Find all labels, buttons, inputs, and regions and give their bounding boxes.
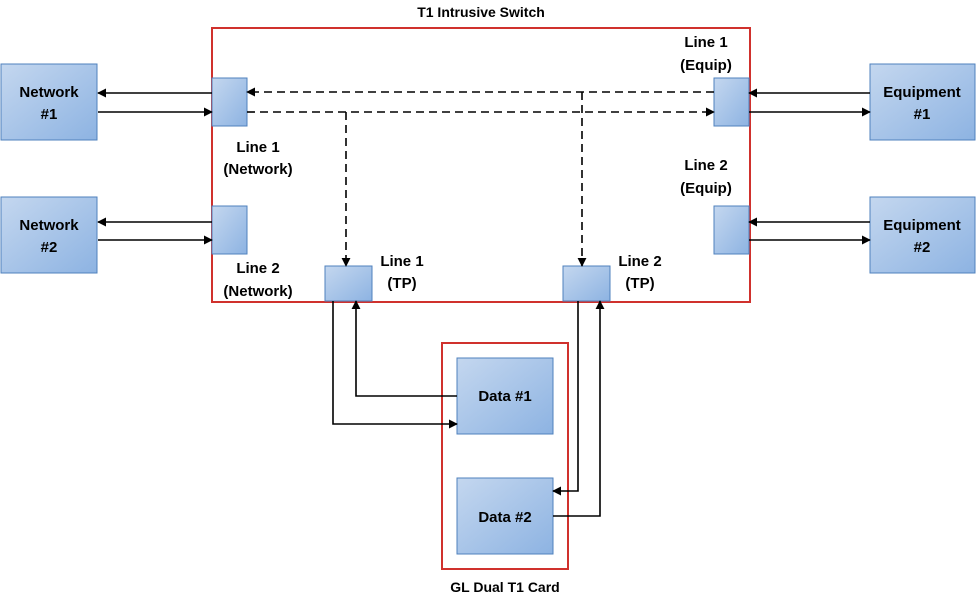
equipment-1-label-line1: Equipment [883, 84, 961, 101]
data-1-label: Data #1 [478, 388, 531, 405]
equipment-1-box: Equipment #1 [869, 63, 976, 141]
port-line2-network-label-b: (Network) [223, 283, 292, 300]
network-1-box: Network #1 [0, 63, 98, 141]
port-line1-tp-label-b: (TP) [387, 275, 416, 292]
port-line1-equip [713, 77, 750, 127]
data2-to-line2-tp [553, 300, 605, 517]
switch-title: T1 Intrusive Switch [417, 4, 545, 20]
network-2-label-line2: #2 [41, 239, 58, 256]
port-line2-equip-label-b: (Equip) [680, 180, 732, 197]
data-2-label: Data #2 [478, 509, 531, 526]
port-line1-network [211, 77, 248, 127]
equipment-2-label-line2: #2 [914, 239, 931, 256]
line1-tp-to-data1 [332, 301, 458, 429]
network-1-label-line1: Network [19, 84, 79, 101]
card-border [441, 342, 569, 570]
port-line2-network-label-a: Line 2 [236, 260, 279, 277]
line2-tp-to-data2 [552, 301, 579, 496]
port-line1-tp [324, 265, 373, 302]
data-1-box: Data #1 [456, 357, 554, 435]
port-line1-equip-label-b: (Equip) [680, 57, 732, 74]
port-line1-tp-label-a: Line 1 [380, 253, 423, 270]
port-line1-network-label-a: Line 1 [236, 139, 279, 156]
port-line2-tp [562, 265, 611, 302]
port-line2-equip [713, 205, 750, 255]
data-2-box: Data #2 [456, 477, 554, 555]
port-line2-tp-label-a: Line 2 [618, 253, 661, 270]
card-title: GL Dual T1 Card [450, 579, 559, 595]
network-2-box: Network #2 [0, 196, 98, 274]
port-line2-tp-label-b: (TP) [625, 275, 654, 292]
port-line1-network-label-b: (Network) [223, 161, 292, 178]
equipment-2-box: Equipment #2 [869, 196, 976, 274]
data1-to-line1-tp [351, 300, 457, 397]
equipment-2-label-line1: Equipment [883, 217, 961, 234]
equipment-1-label-line2: #1 [914, 106, 931, 123]
switch-border [211, 27, 751, 303]
port-line2-equip-label-a: Line 2 [684, 157, 727, 174]
port-line1-equip-label-a: Line 1 [684, 34, 727, 51]
port-line2-network [211, 205, 248, 255]
network-2-label-line1: Network [19, 217, 79, 234]
network-1-label-line2: #1 [41, 106, 58, 123]
